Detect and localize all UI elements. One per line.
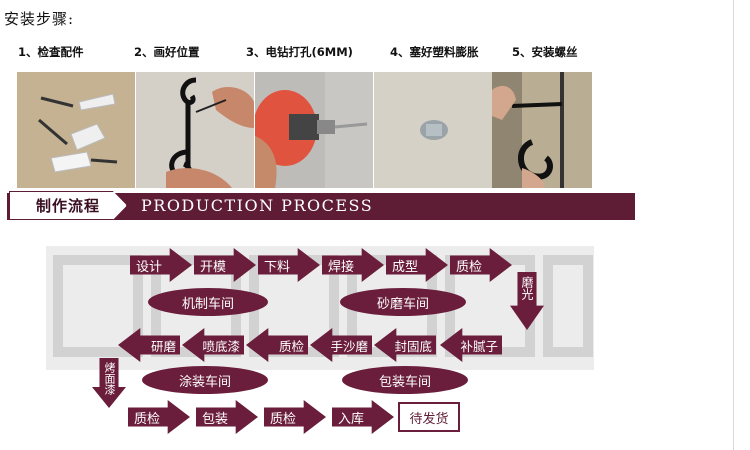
workshop-sanding: 砂磨车间 bbox=[340, 288, 466, 316]
flow-step-inspect-3: 质检 bbox=[128, 400, 190, 434]
photo-mark-position bbox=[136, 72, 254, 188]
step-label-1: 1、检查配件 bbox=[18, 45, 84, 59]
photo-accessories bbox=[17, 72, 135, 188]
photo-install-screw bbox=[492, 72, 610, 188]
banner-cn-label: 制作流程 bbox=[9, 191, 127, 220]
flow-step-pack: 包装 bbox=[196, 400, 258, 434]
flow-step-topcoat-label: 烤面漆 bbox=[103, 362, 116, 395]
flow-step-inspect-4: 质检 bbox=[264, 400, 326, 434]
production-process-banner: 制作流程 PRODUCTION PROCESS bbox=[7, 191, 635, 220]
flow-final-pending-shipment: 待发货 bbox=[398, 402, 460, 432]
workshop-packaging: 包装车间 bbox=[342, 366, 468, 394]
page-edge-line bbox=[733, 0, 734, 450]
photo-drilling bbox=[255, 72, 373, 188]
step-label-3: 3、电钻打孔(6MM) bbox=[246, 45, 353, 59]
banner-en-label: PRODUCTION PROCESS bbox=[141, 196, 374, 215]
step-label-4: 4、塞好塑料膨胀 bbox=[390, 45, 479, 59]
flow-step-warehouse: 入库 bbox=[332, 400, 394, 434]
install-steps-title: 安装步骤: bbox=[4, 10, 75, 28]
photo-plastic-anchor bbox=[374, 72, 492, 188]
step-label-5: 5、安装螺丝 bbox=[512, 45, 578, 59]
workshop-painting: 涂装车间 bbox=[142, 366, 268, 394]
flow-step-polish-label: 磨光 bbox=[520, 276, 534, 300]
workshop-machining: 机制车间 bbox=[148, 288, 268, 316]
step-label-2: 2、画好位置 bbox=[134, 45, 200, 59]
